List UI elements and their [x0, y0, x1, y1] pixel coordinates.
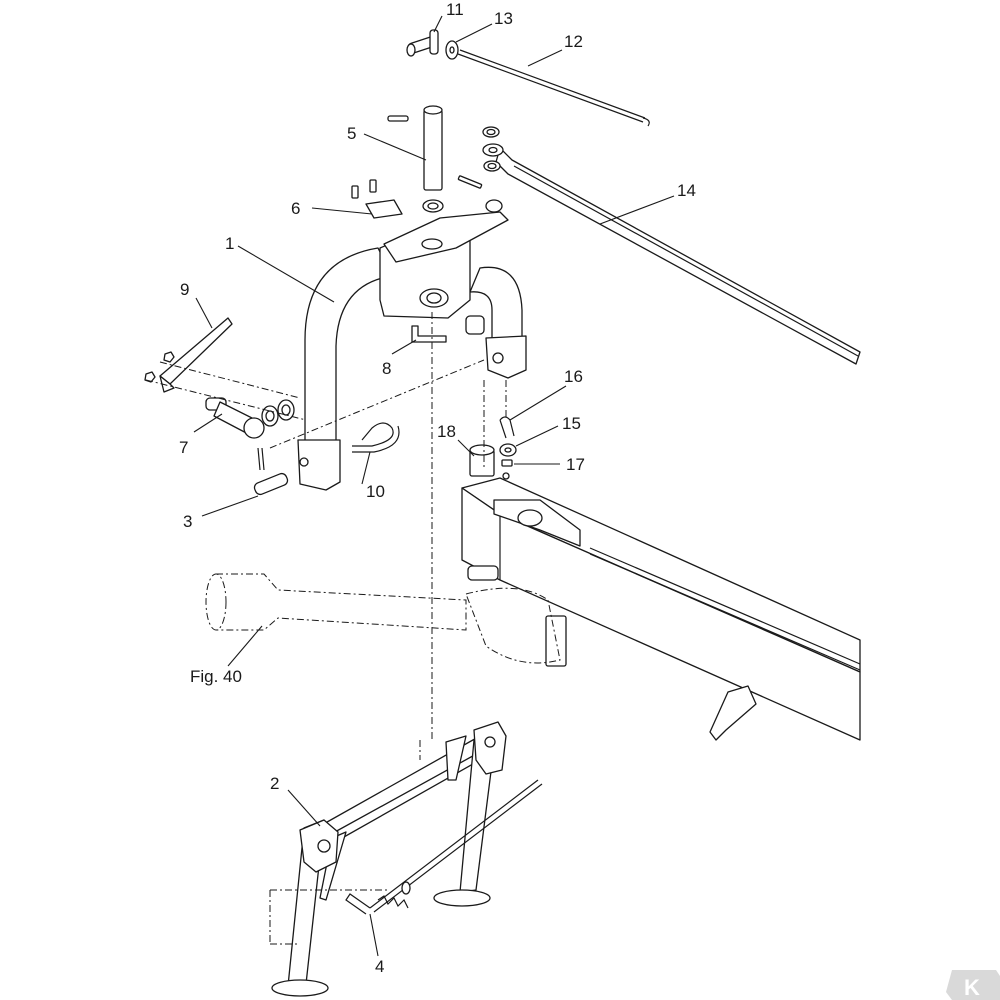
part-4-locking-rod [345, 779, 543, 915]
callout-13: 13 [494, 9, 513, 28]
callout-17: 17 [566, 455, 585, 474]
part-6-clip-plate [351, 175, 483, 219]
callout-4: 4 [375, 957, 384, 976]
part-12-rod [457, 49, 650, 127]
part-1-arch-frame [297, 199, 527, 491]
brand-logo: K [946, 970, 1000, 1000]
part-11-t-handle [406, 29, 439, 57]
callout-6: 6 [291, 199, 300, 218]
callout-12: 12 [564, 32, 583, 51]
part-8-l-pin [411, 325, 447, 343]
callout-14: 14 [677, 181, 696, 200]
part-15-washer [499, 443, 517, 457]
callout-10: 10 [366, 482, 385, 501]
callout-5: 5 [347, 124, 356, 143]
part-14-drawbar [482, 126, 861, 365]
alignment-lines [145, 312, 507, 945]
callout-9: 9 [180, 280, 189, 299]
part-18-bushing [469, 444, 495, 477]
brand-logo-letter: K [964, 975, 980, 1000]
main-beam [461, 477, 861, 741]
driveshaft-reference [205, 573, 561, 664]
figure-reference-label: Fig. 40 [190, 667, 242, 686]
callout-1: 1 [225, 234, 234, 253]
callout-2: 2 [270, 774, 279, 793]
callout-8: 8 [382, 359, 391, 378]
callout-labels: 1 2 3 4 5 6 7 8 9 10 11 12 13 14 15 16 1… [179, 0, 696, 976]
callout-3: 3 [183, 512, 192, 531]
part-5-pin [387, 105, 444, 213]
part-9-bracket [144, 317, 233, 393]
part-7-crank-arm [205, 397, 295, 439]
callout-16: 16 [564, 367, 583, 386]
callout-11: 11 [446, 0, 464, 19]
part-16-clip [499, 416, 515, 439]
callout-7: 7 [179, 438, 188, 457]
callout-15: 15 [562, 414, 581, 433]
part-3-pin [253, 447, 289, 496]
callout-18: 18 [437, 422, 456, 441]
leader-lines [193, 15, 675, 957]
part-10-u-bolt [352, 422, 400, 453]
part-2-stand [271, 721, 507, 997]
part-13-washer [445, 40, 459, 60]
